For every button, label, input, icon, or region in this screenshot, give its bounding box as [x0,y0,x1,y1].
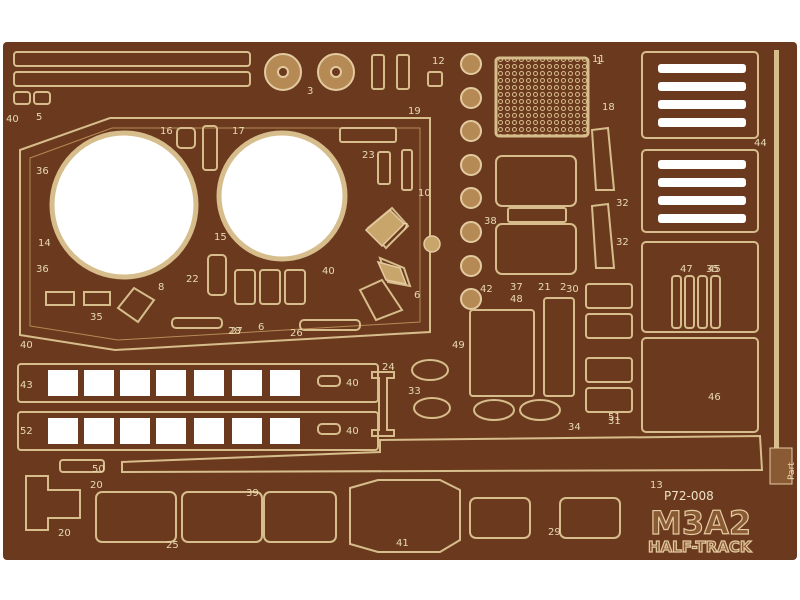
part-number: 43 [20,380,33,391]
part-number: 27 [230,326,243,337]
part-number: 47 [680,264,693,275]
part-number: 21 [538,282,551,293]
part-number: 18 [602,102,615,113]
part-number: 50 [92,464,105,475]
model-title: M3A2 [650,504,751,542]
part-number-labels: 1 2 3 5 6 6 7 8 10 11 12 13 14 15 16 17 … [6,54,767,551]
part-number: 15 [214,232,227,243]
part-number: 24 [382,362,395,373]
part-number: 6 [258,322,264,333]
part-number: 49 [452,340,465,351]
bottom-rail [121,434,764,474]
top-brackets [371,54,443,90]
part-number: 26 [290,328,303,339]
part-number: 31 [608,416,621,427]
round-windows [49,130,348,280]
hull-plate [19,117,431,352]
part-number: 14 [38,238,51,249]
part-number: 19 [408,106,421,117]
part-number: 39 [246,488,259,499]
part-number: 28 [228,326,241,337]
part-number: 40 [346,426,359,437]
part-number: 32 [616,237,629,248]
part-number: 23 [362,150,375,161]
window-strips [17,363,379,451]
part-number: 36 [36,166,49,177]
part-number: 46 [708,392,721,403]
part-number: 5 [36,112,42,123]
brass-rod [774,50,779,460]
part-number: 22 [186,274,199,285]
part-number: 33 [408,386,421,397]
part-number: 41 [396,538,409,549]
part-number: 30 [566,284,579,295]
part-number: 40 [6,114,19,125]
ibeam-and-clamps [371,359,561,437]
part-number: 35 [706,264,719,275]
part-number: 37 [510,282,523,293]
part-number: 32 [616,198,629,209]
part-number: 40 [20,340,33,351]
part-number: 17 [232,126,245,137]
part-number: 51 [608,412,621,423]
part-number: 44 [754,138,767,149]
sheet-code: P72-008 [664,489,714,503]
hull-small-parts [45,125,413,331]
part-number: 36 [36,264,49,275]
part-number: 1 [596,56,602,67]
part-logo-box [769,447,793,485]
part-number: 20 [58,528,71,539]
part-number: 8 [158,282,164,293]
part-number: 12 [432,56,445,67]
washer-column [460,53,482,310]
part-number: 10 [418,188,431,199]
part-number: 11 [592,54,605,65]
part-number: 52 [20,426,33,437]
middle-assemblies [469,126,633,413]
right-panels [641,51,759,433]
part-number: 42 [480,284,493,295]
part-number: 20 [90,480,103,491]
part-number: 34 [568,422,581,433]
part-number: 40 [346,378,359,389]
mesh-grille [494,56,590,138]
part-number: 29 [548,527,561,538]
part-number: 45 [708,264,721,275]
top-bars [13,51,251,105]
part-number: 13 [650,480,663,491]
brand-label: Part [787,462,797,480]
right-panel-slots [658,64,746,223]
part-number: 25 [166,540,179,551]
top-discs [264,53,355,91]
gold-brackets [364,208,441,286]
part-number: 48 [510,294,523,305]
part-number: 3 [307,86,313,97]
bottom-row [25,459,621,553]
part-number: 7 [402,222,408,233]
part-number: 40 [322,266,335,277]
slat-assembly [671,275,721,329]
model-subtitle: HALF-TRACK [648,538,753,556]
part-number: 38 [484,216,497,227]
part-number: 2 [560,282,566,293]
part-number: 6 [414,290,420,301]
part-number: 16 [160,126,173,137]
part-number: 35 [90,312,103,323]
